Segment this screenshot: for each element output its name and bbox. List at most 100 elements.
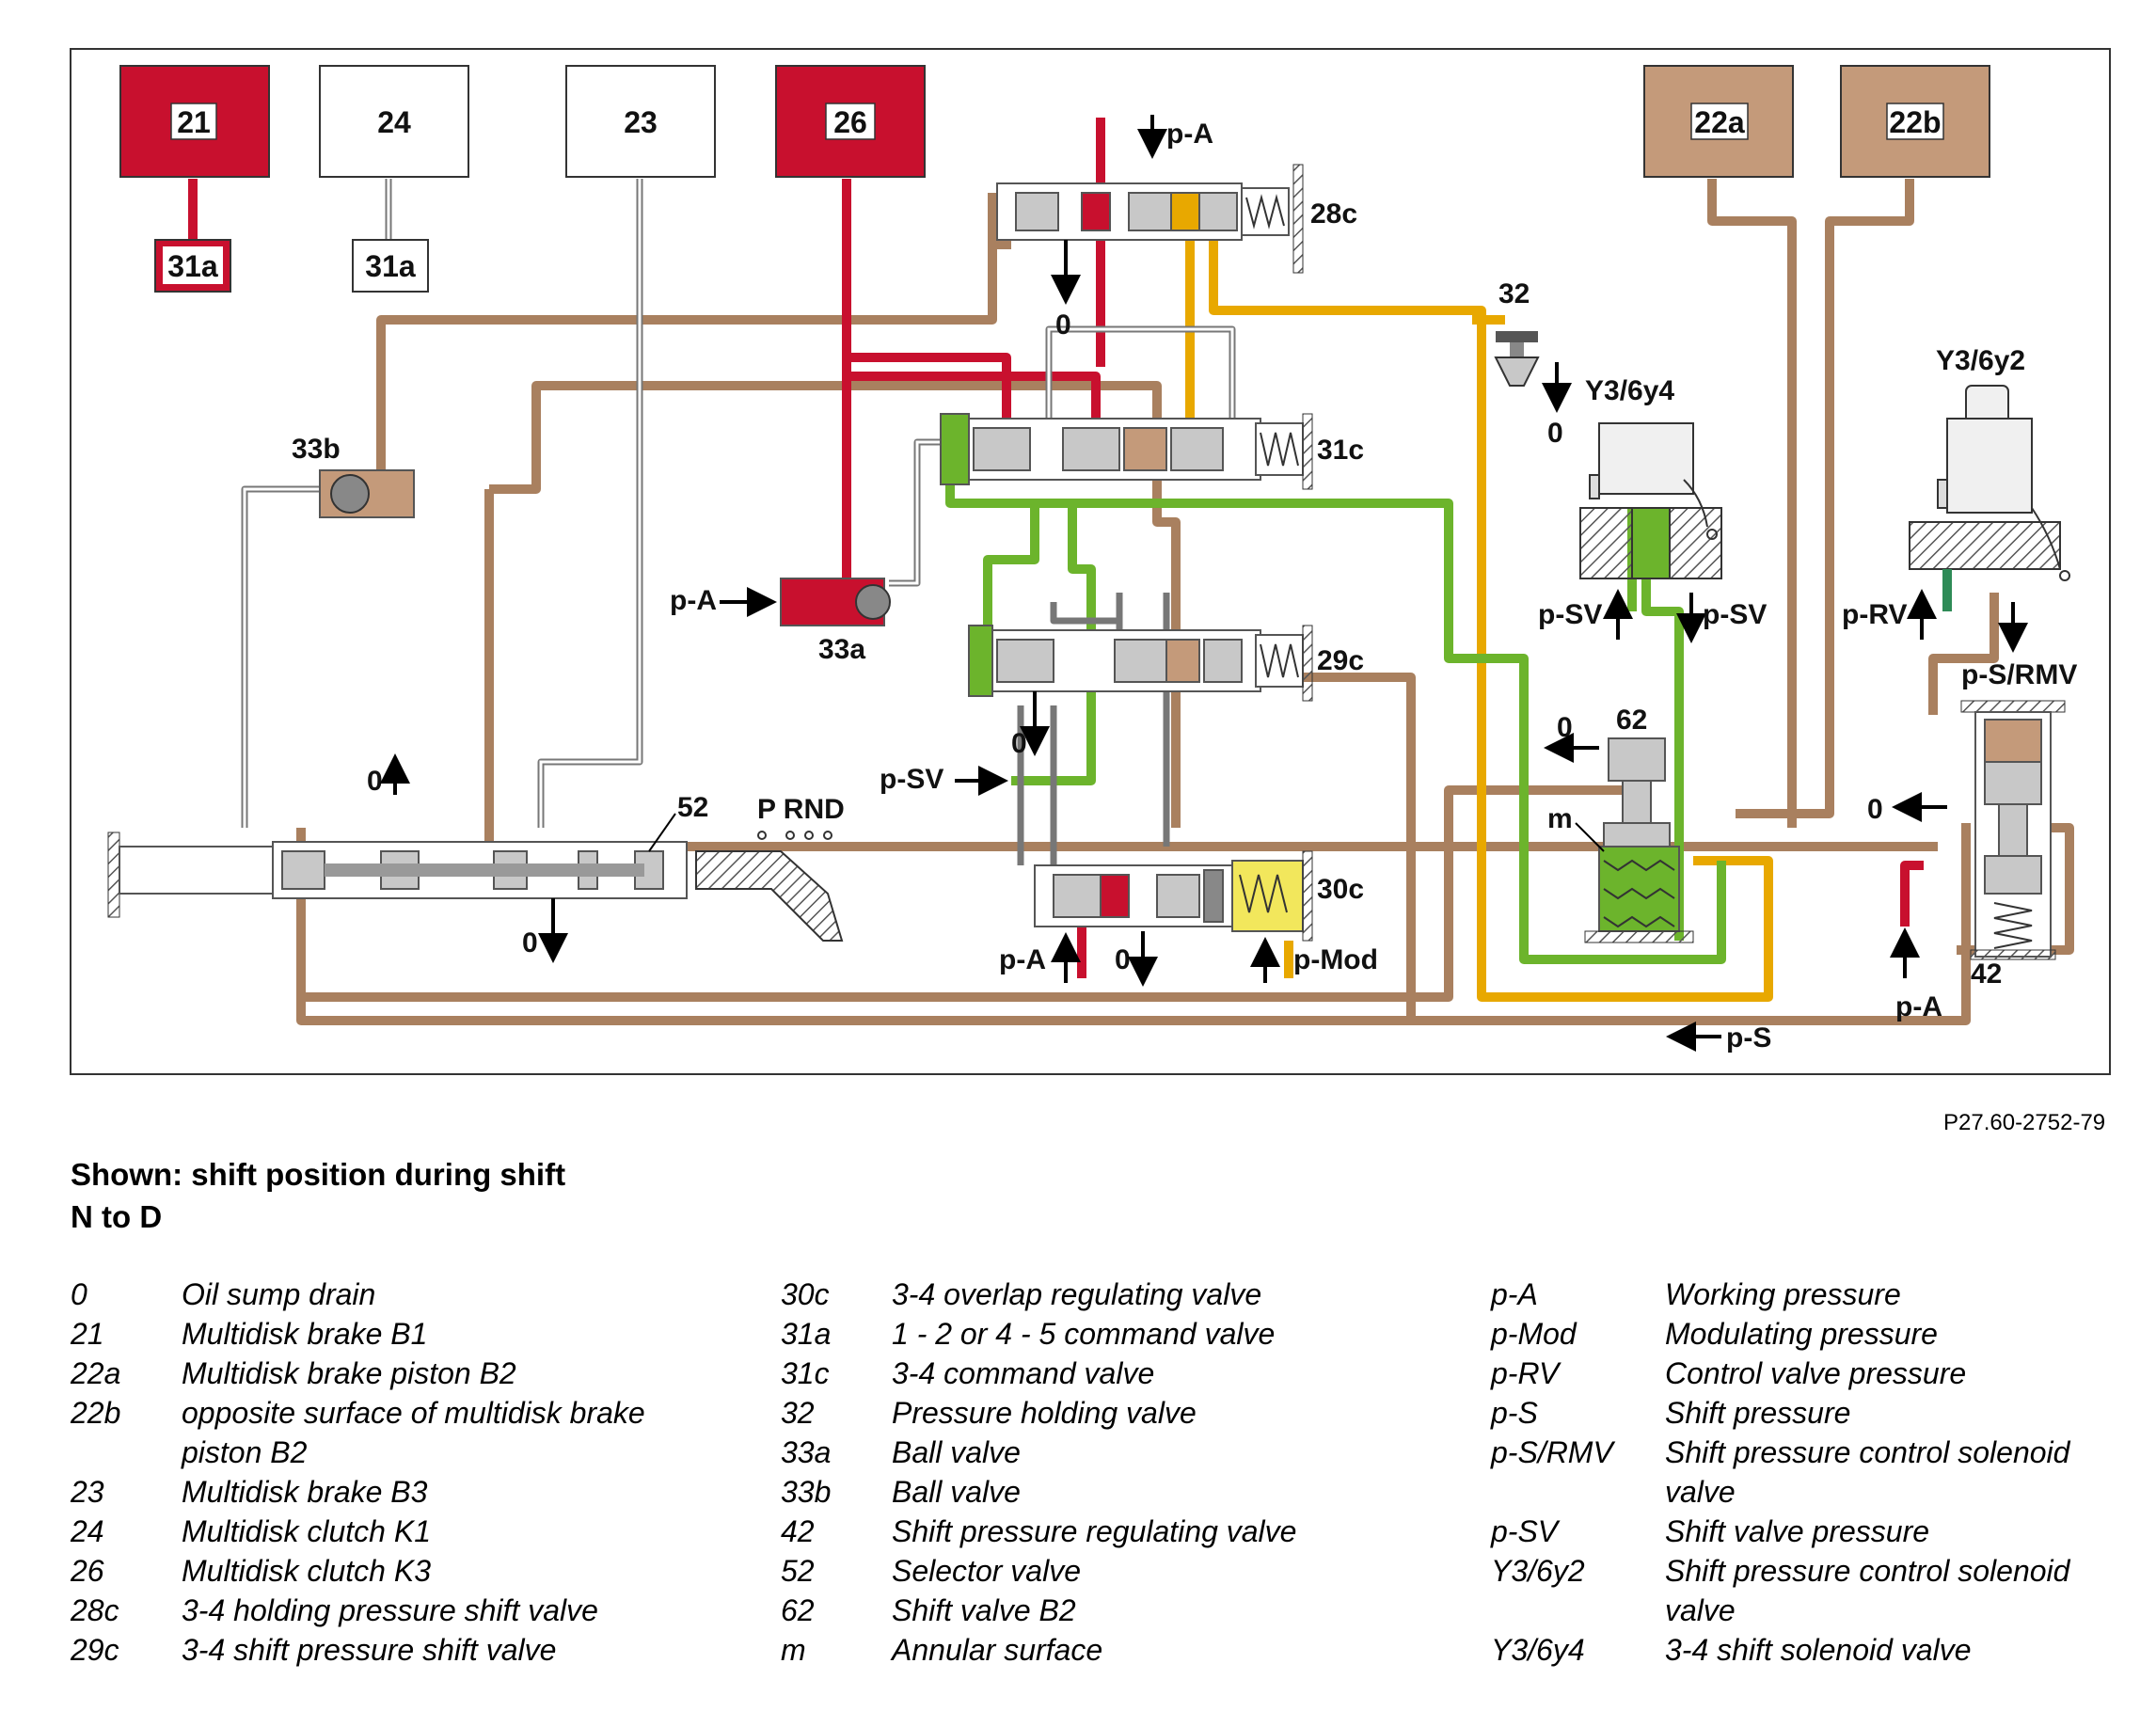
box-31a-red: 31a <box>154 239 231 293</box>
label-pRV: p-RV <box>1842 599 1907 630</box>
legend-description: Annular surface <box>892 1633 1103 1667</box>
legend-description: 3-4 command valve <box>892 1356 1155 1390</box>
valve-29c <box>968 625 1313 702</box>
label-zero-up: 0 <box>367 766 383 797</box>
label-Y3-6y4: Y3/6y4 <box>1585 375 1674 406</box>
legend-key: 33a <box>781 1435 832 1469</box>
box-23-label: 23 <box>624 105 658 139</box>
leader-m <box>1575 822 1605 852</box>
legend-key: 0 <box>71 1277 87 1311</box>
leader-52 <box>648 813 676 852</box>
label-29c: 29c <box>1317 645 1364 676</box>
label-zero-30c: 0 <box>1115 944 1131 975</box>
label-zero-62: 0 <box>1557 712 1573 743</box>
legend-description: Ball valve <box>892 1435 1021 1469</box>
legend-row: 24 Multidisk clutch K1 <box>71 1512 710 1551</box>
legend-row: p-S/RMV Shift pressure control solenoid v… <box>1491 1433 2093 1512</box>
legend-row: p-Mod Modulating pressure <box>1491 1314 2093 1354</box>
legend-key: 22a <box>71 1356 121 1390</box>
label-30c: 30c <box>1317 874 1364 905</box>
legend-key: 62 <box>781 1593 815 1627</box>
legend-key: p-Mod <box>1491 1317 1577 1351</box>
legend-description: Multidisk clutch K1 <box>182 1514 431 1548</box>
legend-description: Selector valve <box>892 1554 1081 1588</box>
legend-key: 33b <box>781 1475 832 1509</box>
legend-key: 22b <box>71 1396 121 1430</box>
legend-description: 3-4 shift solenoid valve <box>1665 1633 1972 1667</box>
valve-31c <box>940 413 1313 490</box>
label-33b: 33b <box>292 434 341 465</box>
legend-key: 52 <box>781 1554 815 1588</box>
box-22a: 22a <box>1643 65 1794 178</box>
label-31c: 31c <box>1317 435 1364 466</box>
legend-key: p-SV <box>1491 1514 1559 1548</box>
label-pA-30c: p-A <box>999 944 1046 975</box>
white-line-core <box>243 179 1234 828</box>
legend-description: 3-4 holding pressure shift valve <box>182 1593 598 1627</box>
legend-row: m Annular surface <box>781 1630 1383 1670</box>
legend-description: Shift pressure control solenoid valve <box>1665 1435 2070 1509</box>
ball-valve-33a <box>780 578 891 626</box>
red-lines <box>188 118 1924 978</box>
valve-28c <box>996 164 1304 274</box>
legend-key: p-A <box>1491 1277 1538 1311</box>
legend-description: Shift pressure regulating valve <box>892 1514 1297 1548</box>
legend-description: Shift pressure control solenoid valve <box>1665 1554 2070 1627</box>
box-31a-red-label: 31a <box>167 249 218 283</box>
legend-description: 3-4 shift pressure shift valve <box>182 1633 557 1667</box>
box-31a-white-label: 31a <box>365 249 416 283</box>
legend-key: 30c <box>781 1277 830 1311</box>
legend-description: Multidisk brake B3 <box>182 1475 428 1509</box>
legend-key: p-RV <box>1491 1356 1560 1390</box>
legend-key: 31c <box>781 1356 830 1390</box>
solenoid-Y3-6y2 <box>1909 385 2070 611</box>
selector-valve-52 <box>107 831 844 942</box>
legend-description: Multidisk brake piston B2 <box>182 1356 516 1390</box>
legend-description: Shift valve pressure <box>1665 1514 1930 1548</box>
legend-description: Shift pressure <box>1665 1396 1851 1430</box>
legend-key: m <box>781 1633 806 1667</box>
legend-key: p-S/RMV <box>1491 1435 1613 1469</box>
legend-key: 31a <box>781 1317 832 1351</box>
label-pA-42: p-A <box>1895 991 1942 1022</box>
box-26: 26 <box>775 65 926 178</box>
box-21-label: 21 <box>177 105 211 139</box>
label-33a: 33a <box>818 634 865 665</box>
label-zero-28c: 0 <box>1055 309 1071 341</box>
label-pS-RMV: p-S/RMV <box>1961 659 2077 690</box>
legend-key: Y3/6y4 <box>1491 1633 1585 1667</box>
label-zero-sel: 0 <box>522 927 538 958</box>
box-23: 23 <box>565 65 716 178</box>
box-24: 24 <box>319 65 469 178</box>
label-zero-32: 0 <box>1547 418 1563 449</box>
legend-row: 52 Selector valve <box>781 1551 1383 1591</box>
legend-key: 28c <box>71 1593 119 1627</box>
legend-key: 24 <box>71 1514 104 1548</box>
legend-row: 31a 1 - 2 or 4 - 5 command valve <box>781 1314 1383 1354</box>
label-pA-33a: p-A <box>670 585 717 616</box>
legend-description: Oil sump drain <box>182 1277 376 1311</box>
legend-row: p-SV Shift valve pressure <box>1491 1512 2093 1551</box>
label-zero-29c: 0 <box>1011 728 1027 759</box>
label-62: 62 <box>1616 705 1647 736</box>
legend-description: Modulating pressure <box>1665 1317 1938 1351</box>
legend-row: 28c 3-4 holding pressure shift valve <box>71 1591 710 1630</box>
box-22a-label: 22a <box>1694 105 1745 139</box>
label-pS: p-S <box>1726 1022 1771 1054</box>
legend-description: 1 - 2 or 4 - 5 command valve <box>892 1317 1276 1351</box>
legend-description: Multidisk brake B1 <box>182 1317 428 1351</box>
valve-42 <box>1960 700 2066 960</box>
box-31a-white: 31a <box>352 239 429 293</box>
legend-row: 31c 3-4 command valve <box>781 1354 1383 1393</box>
